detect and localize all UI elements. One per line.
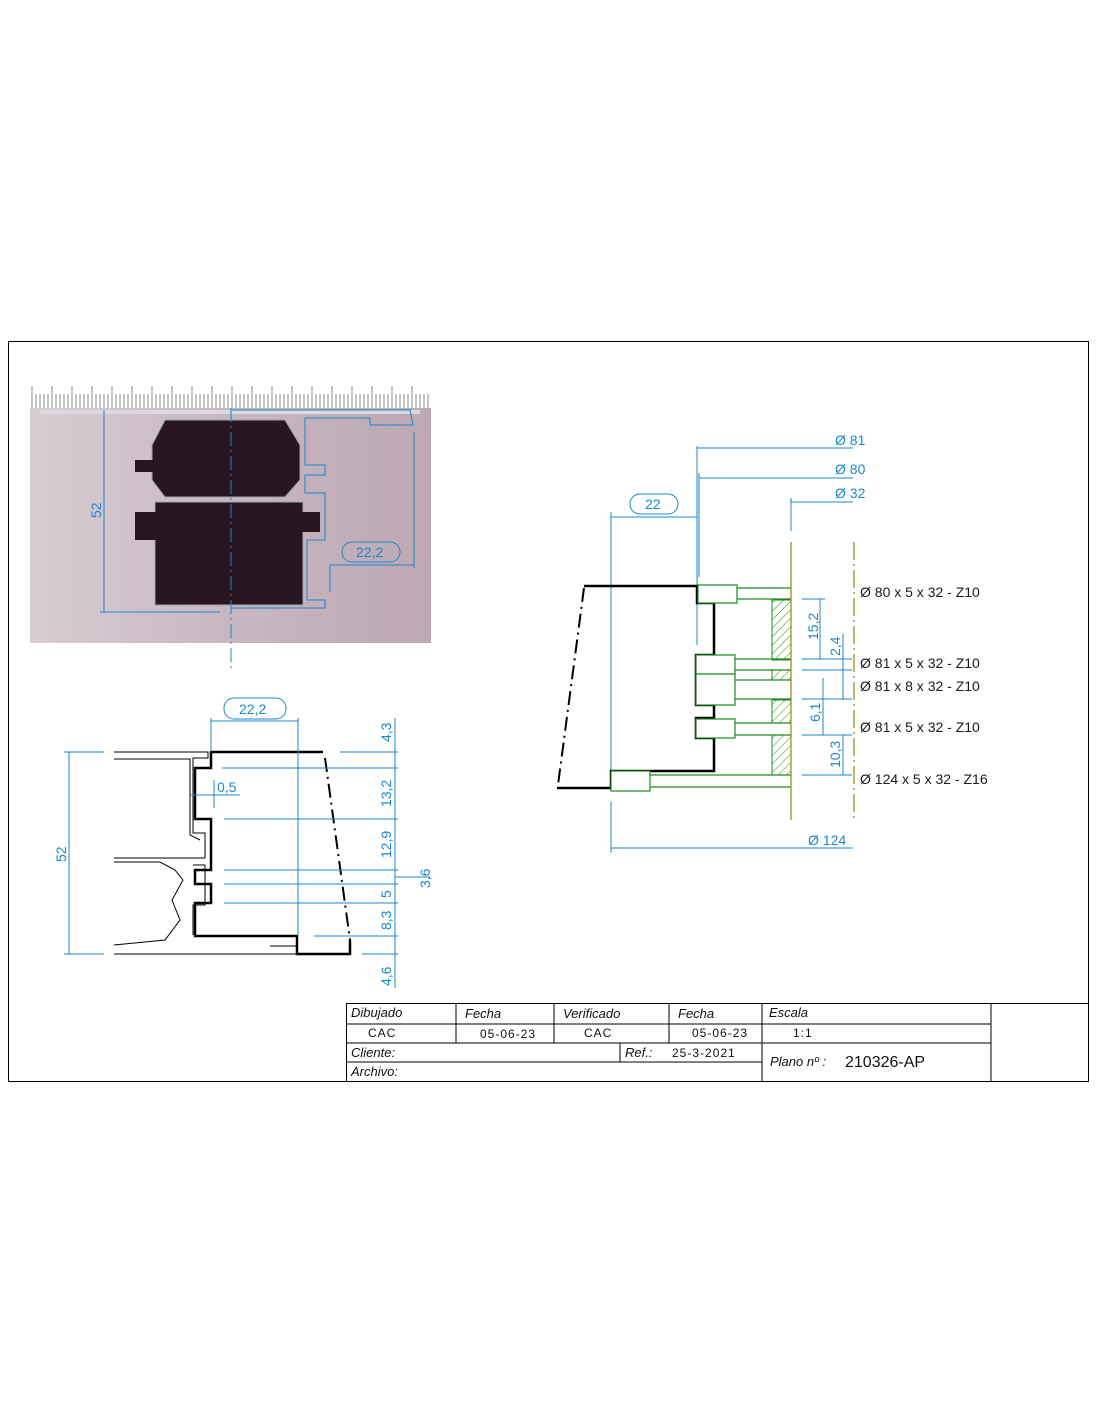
label-dibujado: Dibujado: [351, 1005, 402, 1020]
label-verificado: Verificado: [563, 1006, 620, 1021]
stack-dim: 12,9: [378, 831, 394, 858]
diameter-label: Ø 32: [835, 485, 866, 501]
label-escala: Escala: [769, 1005, 808, 1020]
stack-dim: 5: [378, 890, 394, 898]
value-verificado: CAC: [584, 1026, 612, 1040]
label-fecha: Fecha: [678, 1006, 714, 1021]
ruler: [31, 386, 429, 408]
diameter-label: Ø 80: [835, 461, 866, 477]
label-cliente: Cliente:: [351, 1045, 395, 1060]
cutter-label: Ø 81 x 5 x 32 - Z10: [860, 655, 980, 671]
value-fecha: 05-06-23: [480, 1027, 536, 1041]
vertical-dim: 2,4: [827, 636, 843, 656]
photo-dim-height: 52: [88, 502, 104, 518]
upper-chamber: [151, 419, 301, 498]
lower-chamber: [154, 501, 304, 606]
cutter-label: Ø 81 x 5 x 32 - Z10: [860, 719, 980, 735]
photo-dim-width: 22,2: [356, 544, 383, 560]
value-plano: 210326-AP: [845, 1054, 925, 1071]
section-dim-width: 22,2: [239, 701, 266, 717]
vertical-dim: 10,3: [827, 741, 843, 768]
label-fecha: Fecha: [465, 1006, 501, 1021]
cutter-label: Ø 124 x 5 x 32 - Z16: [860, 771, 988, 787]
label-plano: Plano nº :: [770, 1054, 826, 1069]
label-archivo: Archivo:: [350, 1064, 398, 1079]
stack-dim: 4,6: [378, 966, 394, 986]
label-ref: Ref.:: [625, 1045, 653, 1060]
value-escala: 1:1: [793, 1026, 813, 1040]
photo-view: 52 22,2: [30, 386, 431, 670]
vertical-dim: 15,2: [805, 613, 821, 640]
section-dim-height: 52: [53, 846, 69, 862]
tool-dim-22: 22: [645, 496, 661, 512]
stack-dim: 4,3: [378, 722, 394, 742]
cutter-label: Ø 80 x 5 x 32 - Z10: [860, 584, 980, 600]
title-block: [346, 1003, 1089, 1082]
diameter-label: Ø 81: [835, 432, 866, 448]
stack-dim: 13,2: [378, 780, 394, 807]
stack-dim: 3,6: [417, 868, 433, 888]
value-fecha: 05-06-23: [692, 1026, 748, 1040]
diameter-label: Ø 124: [808, 832, 846, 848]
value-dibujado: CAC: [368, 1026, 396, 1040]
cutter-label: Ø 81 x 8 x 32 - Z10: [860, 678, 980, 694]
vertical-dim: 6,1: [807, 702, 823, 722]
section-dim-gap: 0,5: [217, 779, 237, 795]
value-ref: 25-3-2021: [672, 1046, 736, 1060]
profile-overlay: [231, 409, 414, 609]
section-view: 52 22,2 0,5 4,3 13,2 12,9 3,6 5 8,3 4,6: [53, 697, 433, 988]
stack-dim: 8,3: [378, 910, 394, 930]
tool-view: 22 Ø 81 Ø 80 Ø 32 Ø 124 15,2 2,4 6,1 10,…: [557, 432, 988, 853]
